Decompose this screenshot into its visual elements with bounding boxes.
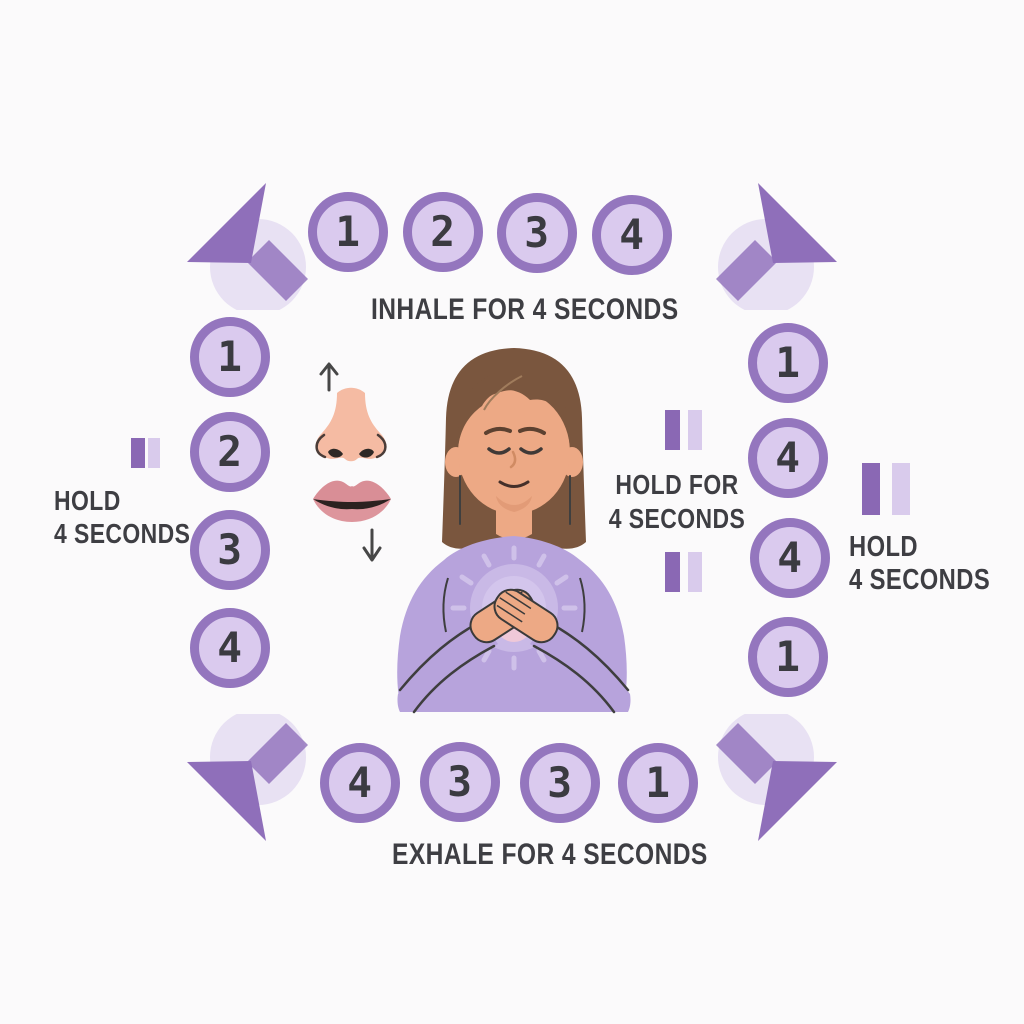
count-circle: 2 [403, 192, 483, 272]
count-circle: 4 [750, 518, 830, 598]
corner-arrow-top-left-icon [187, 183, 308, 310]
count-circle: 1 [748, 323, 828, 403]
pause-icon [665, 410, 702, 450]
count-circle: 3 [420, 742, 500, 822]
count-circle: 1 [308, 192, 388, 272]
count-circle: 4 [592, 195, 672, 275]
count-circle: 3 [520, 743, 600, 823]
nose-icon [315, 387, 387, 462]
count-circle: 1 [190, 317, 270, 397]
pause-icon [862, 463, 910, 515]
exhale-down-arrow-icon [362, 528, 382, 562]
inhale-label: INHALE FOR 4 SECONDS [371, 293, 679, 326]
corner-arrow-bottom-right-icon [716, 714, 837, 841]
meditating-person-illustration [397, 348, 631, 714]
corner-arrow-bottom-left-icon [187, 714, 308, 841]
pause-icon [131, 438, 160, 468]
exhale-label: EXHALE FOR 4 SECONDS [392, 838, 708, 871]
count-circle: 4 [320, 743, 400, 823]
pause-icon [665, 552, 702, 592]
hold-left-label: HOLD 4 SECONDS [54, 485, 191, 549]
inhale-up-arrow-icon [319, 362, 339, 392]
count-circle: 3 [190, 510, 270, 590]
count-circle: 2 [190, 412, 270, 492]
lips-icon [313, 480, 391, 522]
count-circle: 1 [748, 617, 828, 697]
hands [469, 588, 559, 644]
count-circle: 1 [618, 743, 698, 823]
breath-direction-icons [313, 362, 391, 562]
hold-right-inner-label: HOLD FOR 4 SECONDS [608, 469, 746, 534]
count-circle: 4 [748, 418, 828, 498]
count-circle: 4 [190, 608, 270, 688]
corner-arrow-top-right-icon [716, 183, 837, 310]
hold-right-outer-label: HOLD 4 SECONDS [849, 531, 991, 596]
count-circle: 3 [497, 193, 577, 273]
